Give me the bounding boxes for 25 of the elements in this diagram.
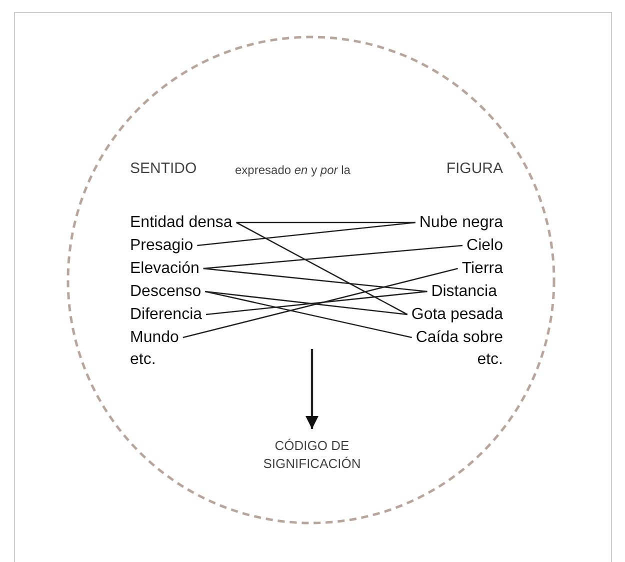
connector-line (203, 244, 463, 270)
connector-line (205, 290, 412, 338)
term-text: Presagio (130, 236, 194, 255)
term-text: Gota pesada (411, 305, 503, 324)
term-text: Descenso (130, 282, 202, 301)
connector-line (236, 222, 408, 316)
column-heading: FIGURA (446, 160, 503, 177)
result-heading: CÓDIGO DE SIGNIFICACIÓN (257, 437, 367, 473)
term-text: Elevación (130, 259, 200, 278)
term-text: Distancia (431, 282, 497, 301)
connector-line (203, 268, 428, 292)
term-text: Entidad densa (130, 213, 232, 232)
column-heading: SENTIDO (130, 160, 197, 177)
ellipsis-text: etc. (477, 351, 503, 369)
arrow (305, 349, 319, 429)
term-text: Diferencia (130, 305, 202, 324)
ellipsis-text: etc. (130, 351, 156, 369)
connector-phrase: expresado en y por la (235, 163, 350, 177)
connector-line (182, 268, 458, 338)
connector-line (197, 222, 416, 246)
term-text: Nube negra (419, 213, 503, 232)
term-text: Tierra (462, 259, 503, 278)
term-text: Cielo (466, 236, 503, 255)
term-text: Mundo (130, 328, 179, 347)
term-text: Caída sobre (416, 328, 503, 347)
